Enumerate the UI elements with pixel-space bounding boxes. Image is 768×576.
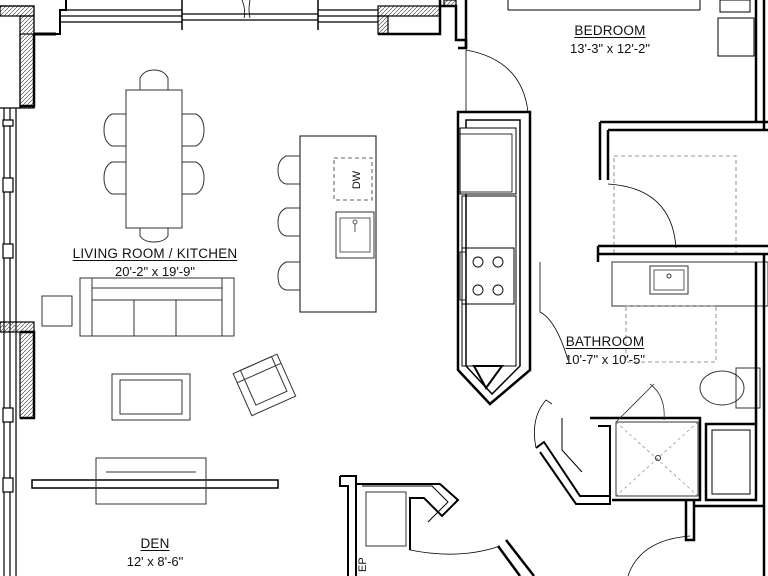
room-dimensions: 13'-3" x 12'-2" <box>570 41 650 56</box>
armchair <box>232 353 297 417</box>
room-name: DEN <box>140 536 170 551</box>
sofa <box>79 277 235 337</box>
dining-table <box>103 69 205 243</box>
room-name: LIVING ROOM / KITCHEN <box>72 246 238 261</box>
room-dimensions: 20'-2" x 19'-9" <box>115 264 195 279</box>
exterior-wall-left <box>0 5 56 576</box>
side-table <box>41 295 73 327</box>
room-label-bathroom: BATHROOM 10'-7" x 10'-5" <box>540 333 670 369</box>
bedroom-walls <box>464 0 768 249</box>
coffee-table <box>111 373 191 421</box>
room-dimensions: 10'-7" x 10'-5" <box>565 352 645 367</box>
kitchen-wall-block <box>456 110 532 406</box>
hallway-walls <box>339 475 535 576</box>
den-partition <box>31 457 279 505</box>
room-label-living: LIVING ROOM / KITCHEN 20'-2" x 19'-9" <box>40 245 270 281</box>
room-name: BATHROOM <box>565 334 645 349</box>
bathroom-walls <box>529 244 768 576</box>
room-dimensions: 12' x 8'-6" <box>126 554 184 569</box>
exterior-wall-top <box>34 0 468 50</box>
partial-label: EP <box>357 557 369 572</box>
room-label-den: DEN 12' x 8'-6" <box>90 535 220 571</box>
room-name: BEDROOM <box>574 23 646 38</box>
dishwasher-label: DW <box>351 170 363 189</box>
room-label-bedroom: BEDROOM 13'-3" x 12'-2" <box>540 22 680 58</box>
kitchen-island <box>277 135 377 313</box>
